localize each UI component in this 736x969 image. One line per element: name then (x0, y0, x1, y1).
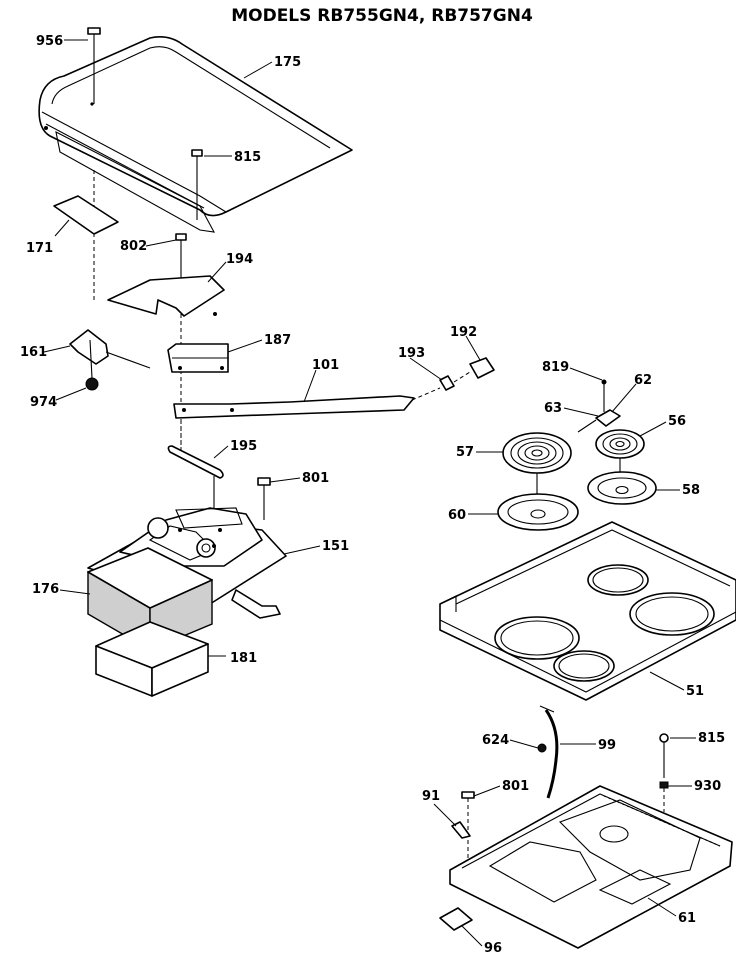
drip-pan-58 (587, 471, 657, 505)
callout-974: 974 (30, 395, 57, 410)
bar-101 (173, 387, 441, 419)
callout-62: 62 (634, 373, 652, 388)
screw-819 (601, 379, 607, 412)
callout-176: 176 (32, 582, 59, 597)
block-187 (167, 343, 229, 373)
callout-930: 930 (694, 779, 721, 794)
terminal-block-63-62 (577, 409, 621, 433)
callout-57: 57 (456, 445, 474, 460)
clip-193 (439, 375, 455, 391)
callout-51: 51 (686, 684, 704, 699)
heating-element-57 (502, 432, 572, 500)
switch-161 (69, 329, 151, 391)
callout-193: 193 (398, 346, 425, 361)
box-181 (95, 621, 209, 697)
callout-195: 195 (230, 439, 257, 454)
callout-815: 815 (234, 150, 261, 165)
callout-labels: 956 175 815 171 802 194 161 187 974 101 … (20, 34, 725, 956)
knob-192 (453, 357, 495, 383)
callout-91: 91 (422, 789, 440, 804)
cooktop-51 (439, 521, 736, 701)
callout-56: 56 (668, 414, 686, 429)
callout-63: 63 (544, 401, 562, 416)
callout-61: 61 (678, 911, 696, 926)
callout-956: 956 (36, 34, 63, 49)
callout-187: 187 (264, 333, 291, 348)
plate-171 (53, 195, 119, 237)
spring-195 (167, 420, 224, 510)
screw-624 (537, 743, 547, 753)
callout-815-lower: 815 (698, 731, 725, 746)
screw-815-lower (659, 733, 669, 778)
callout-99: 99 (598, 738, 616, 753)
plate-96 (439, 907, 473, 931)
drip-pan-60 (497, 493, 579, 531)
bracket-194 (107, 275, 225, 317)
callout-58: 58 (682, 483, 700, 498)
heating-element-56 (595, 429, 645, 478)
screw-801-middle (257, 477, 271, 520)
callout-819: 819 (542, 360, 569, 375)
callout-175: 175 (274, 55, 301, 70)
screw-815-top (191, 149, 203, 220)
callout-624: 624 (482, 733, 509, 748)
wire-99 (539, 705, 559, 799)
callout-801-lower: 801 (502, 779, 529, 794)
callout-151: 151 (322, 539, 349, 554)
callout-60: 60 (448, 508, 466, 523)
bottom-pan-61 (449, 785, 733, 949)
callout-802: 802 (120, 239, 147, 254)
leader-lines (43, 39, 696, 947)
callout-96: 96 (484, 941, 502, 956)
diagram-title: MODELS RB755GN4, RB757GN4 (231, 6, 533, 26)
callout-101: 101 (312, 358, 339, 373)
bracket-91 (451, 821, 471, 839)
callout-181: 181 (230, 651, 257, 666)
callout-194: 194 (226, 252, 253, 267)
callout-171: 171 (26, 241, 53, 256)
screw-956 (87, 27, 101, 302)
callout-801: 801 (302, 471, 329, 486)
nut-930 (659, 781, 669, 812)
callout-161: 161 (20, 345, 47, 360)
top-cover-part-175 (38, 36, 353, 233)
callout-192: 192 (450, 325, 477, 340)
